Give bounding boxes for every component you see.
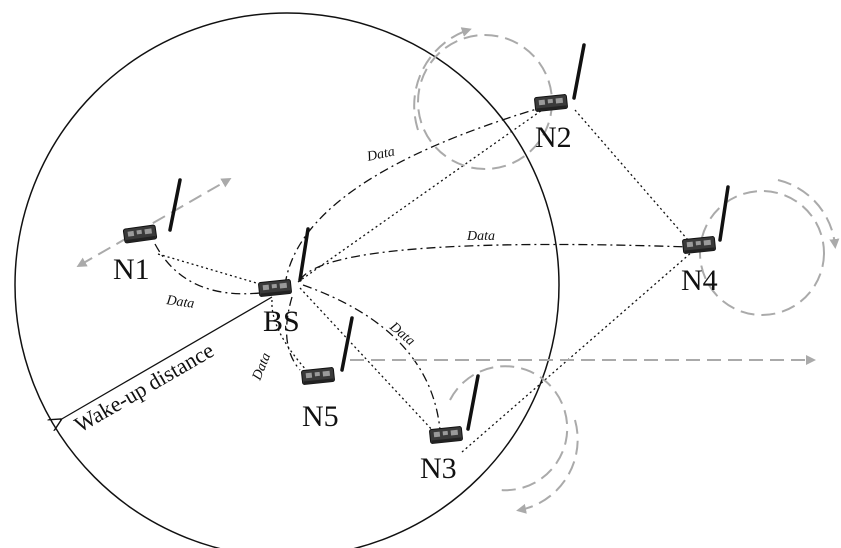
link-n2-n4 [574,109,689,241]
antenna-icon [718,185,730,242]
flow-bs-n4 [299,243,691,281]
dotted-links [157,107,693,453]
data-label-bs-n4: Data [466,229,495,244]
node-n2: N2 [533,43,586,154]
sensor-mote-icon [428,425,464,445]
link-bs-n2 [297,107,546,283]
sensor-mote-icon [122,224,158,244]
antenna-icon [340,316,354,372]
node-n5: N5 [300,316,354,433]
motion-orbit-n2-outer [413,27,472,131]
sensor-mote-icon [681,235,717,255]
sensor-mote-icon [533,93,569,113]
data-flows [154,107,691,431]
flow-bs-n3 [302,284,441,431]
wake-up-range-circle [14,12,560,548]
antenna-icon [466,374,480,431]
flow-bs-n5 [286,296,301,371]
motion-arrows [76,27,840,514]
motion-orbit-n3-outer [516,419,579,514]
link-bs-n3 [299,287,436,434]
node-bs: BS [257,227,310,338]
node-n4-label: N4 [681,264,718,297]
node-n1-label: N1 [113,253,150,286]
wake-up-distance-label: Wake-up distance [70,337,218,437]
motion-orbit-n4-inner [699,190,825,316]
data-label-bs-n2: Data [365,144,396,165]
wake-up-distance-arrow [60,296,273,420]
antenna-icon [168,178,182,232]
flow-bs-n2 [284,107,541,286]
motion-orbit-n4-outer [777,179,840,249]
node-n3-label: N3 [420,452,457,485]
antenna-icon [298,227,310,282]
link-bs-n5 [271,299,309,373]
node-n3: N3 [420,374,480,485]
node-n1: N1 [113,178,182,286]
sensor-mote-icon [300,366,336,386]
motion-arrow-n1 [76,178,232,267]
node-n5-label: N5 [302,400,339,433]
motion-orbit-n3-inner [449,365,569,492]
node-n2-label: N2 [535,121,572,154]
sensor-mote-icon [257,278,293,298]
antenna-icon [572,43,586,100]
link-n3-n4 [461,251,693,453]
data-label-n1-bs: Data [164,293,195,312]
data-label-bs-n5: Data [249,351,274,384]
node-bs-label: BS [263,305,300,338]
node-n4: N4 [681,185,730,297]
motion-orbit-n2-inner [417,34,553,170]
